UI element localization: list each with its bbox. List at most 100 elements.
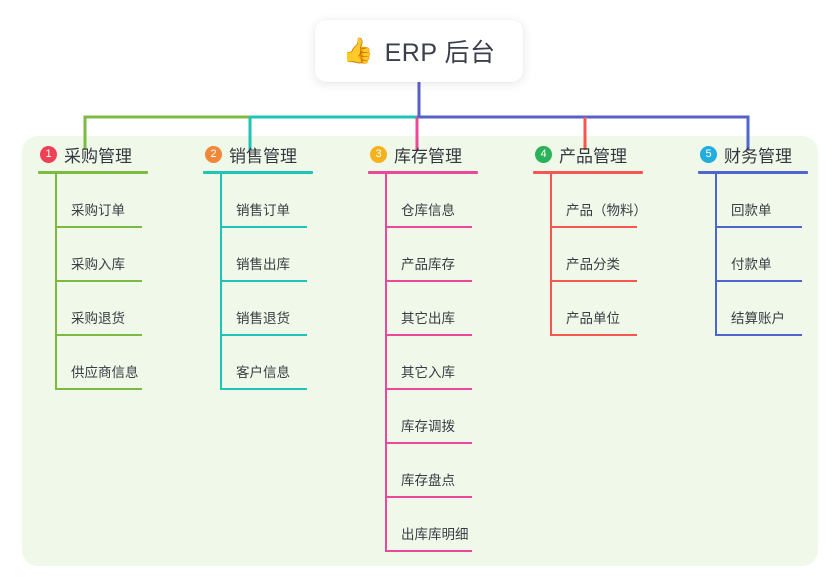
leaf-node[interactable]: 产品单位 <box>533 282 681 336</box>
column-header-财务管理[interactable]: 5 财务管理 <box>698 142 839 166</box>
leaf-node-label: 采购入库 <box>71 257 125 272</box>
leaf-node[interactable]: 结算账户 <box>698 282 839 336</box>
leaf-node-label: 付款单 <box>731 257 772 272</box>
column-产品管理: 4 产品管理产品（物料） 产品分类产品单位 <box>533 142 681 336</box>
column-number-badge: 1 <box>40 145 57 163</box>
leaf-node-label: 仓库信息 <box>401 203 455 218</box>
branch-trunk-line <box>220 174 222 390</box>
leaf-node[interactable]: 产品（物料） <box>533 174 681 228</box>
root-node-title: ERP 后台 <box>384 39 496 67</box>
leaf-node[interactable]: 供应商信息 <box>38 336 186 390</box>
leaf-node[interactable]: 仓库信息 <box>368 174 516 228</box>
leaf-node[interactable]: 客户信息 <box>203 336 351 390</box>
leaf-node-rule <box>385 334 472 336</box>
leaf-node-rule <box>715 280 802 282</box>
diagram-panel <box>22 136 818 566</box>
leaf-node[interactable]: 其它出库 <box>368 282 516 336</box>
leaf-node-label: 出库库明细 <box>401 527 469 542</box>
leaf-node[interactable]: 其它入库 <box>368 336 516 390</box>
column-财务管理: 5 财务管理回款单付款单结算账户 <box>698 142 839 336</box>
leaf-node[interactable]: 回款单 <box>698 174 839 228</box>
leaf-node[interactable]: 采购订单 <box>38 174 186 228</box>
leaf-node[interactable]: 销售退货 <box>203 282 351 336</box>
column-number-badge: 2 <box>205 145 222 163</box>
column-header-rule <box>698 171 808 174</box>
root-node-erp-backend[interactable]: 👍 ERP 后台 <box>315 20 523 82</box>
leaf-node-label: 其它出库 <box>401 311 455 326</box>
column-title: 产品管理 <box>559 146 627 166</box>
leaf-node-label: 产品单位 <box>566 311 620 326</box>
leaf-node-rule <box>220 280 307 282</box>
leaf-node-rule <box>385 388 472 390</box>
leaf-node-label: 销售订单 <box>236 203 290 218</box>
leaf-node[interactable]: 销售出库 <box>203 228 351 282</box>
column-header-rule <box>533 171 643 174</box>
leaf-node-rule <box>385 550 472 552</box>
branch-trunk-line <box>55 174 57 390</box>
leaf-node-rule <box>715 226 802 228</box>
leaf-node-rule <box>385 496 472 498</box>
leaf-node-label: 产品分类 <box>566 257 620 272</box>
leaf-node-label: 供应商信息 <box>71 365 139 380</box>
thumbs-up-icon: 👍 <box>342 36 374 65</box>
leaf-node-label: 结算账户 <box>731 311 785 326</box>
leaf-node-rule <box>550 280 637 282</box>
leaf-node-rule <box>385 442 472 444</box>
branch-trunk-line <box>385 174 387 552</box>
column-header-rule <box>368 171 478 174</box>
leaf-node-label: 产品库存 <box>401 257 455 272</box>
leaf-node-rule <box>55 334 142 336</box>
column-header-rule <box>203 171 313 174</box>
leaf-node-label: 产品（物料） <box>566 203 647 218</box>
leaf-node-rule <box>55 280 142 282</box>
leaf-node-label: 销售出库 <box>236 257 290 272</box>
leaf-node-label: 库存盘点 <box>401 473 455 488</box>
leaf-node-label: 库存调拨 <box>401 419 455 434</box>
leaf-node[interactable]: 库存盘点 <box>368 444 516 498</box>
column-branch: 回款单付款单结算账户 <box>698 174 839 336</box>
leaf-node-rule <box>220 226 307 228</box>
leaf-node-label: 销售退货 <box>236 311 290 326</box>
column-title: 采购管理 <box>64 146 132 166</box>
leaf-node-rule <box>385 226 472 228</box>
column-title: 财务管理 <box>724 146 792 166</box>
leaf-node[interactable]: 出库库明细 <box>368 498 516 552</box>
leaf-node-rule <box>55 388 142 390</box>
column-number-badge: 5 <box>700 145 717 163</box>
column-采购管理: 1 采购管理采购订单采购入库采购退货供应商信息 <box>38 142 186 390</box>
column-header-rule <box>38 171 148 174</box>
leaf-node-label: 采购订单 <box>71 203 125 218</box>
leaf-node-rule <box>220 334 307 336</box>
column-branch: 采购订单采购入库采购退货供应商信息 <box>38 174 186 390</box>
leaf-node[interactable]: 采购入库 <box>38 228 186 282</box>
leaf-node[interactable]: 产品分类 <box>533 228 681 282</box>
column-branch: 销售订单销售出库销售退货客户信息 <box>203 174 351 390</box>
leaf-node-label: 回款单 <box>731 203 772 218</box>
column-number-badge: 4 <box>535 145 552 163</box>
leaf-node-rule <box>55 226 142 228</box>
leaf-node-rule <box>550 226 637 228</box>
column-header-采购管理[interactable]: 1 采购管理 <box>38 142 186 166</box>
leaf-node[interactable]: 产品库存 <box>368 228 516 282</box>
branch-trunk-line <box>715 174 717 336</box>
leaf-node-label: 采购退货 <box>71 311 125 326</box>
leaf-node-label: 客户信息 <box>236 365 290 380</box>
column-number-badge: 3 <box>370 145 387 163</box>
leaf-node-label: 其它入库 <box>401 365 455 380</box>
leaf-node-rule <box>715 334 802 336</box>
leaf-node[interactable]: 付款单 <box>698 228 839 282</box>
leaf-node-rule <box>550 334 637 336</box>
leaf-node[interactable]: 采购退货 <box>38 282 186 336</box>
column-branch: 产品（物料） 产品分类产品单位 <box>533 174 681 336</box>
column-header-产品管理[interactable]: 4 产品管理 <box>533 142 681 166</box>
leaf-node[interactable]: 库存调拨 <box>368 390 516 444</box>
column-branch: 仓库信息产品库存其它出库其它入库库存调拨库存盘点出库库明细 <box>368 174 516 552</box>
leaf-node-rule <box>220 388 307 390</box>
leaf-node-rule <box>385 280 472 282</box>
leaf-node[interactable]: 销售订单 <box>203 174 351 228</box>
